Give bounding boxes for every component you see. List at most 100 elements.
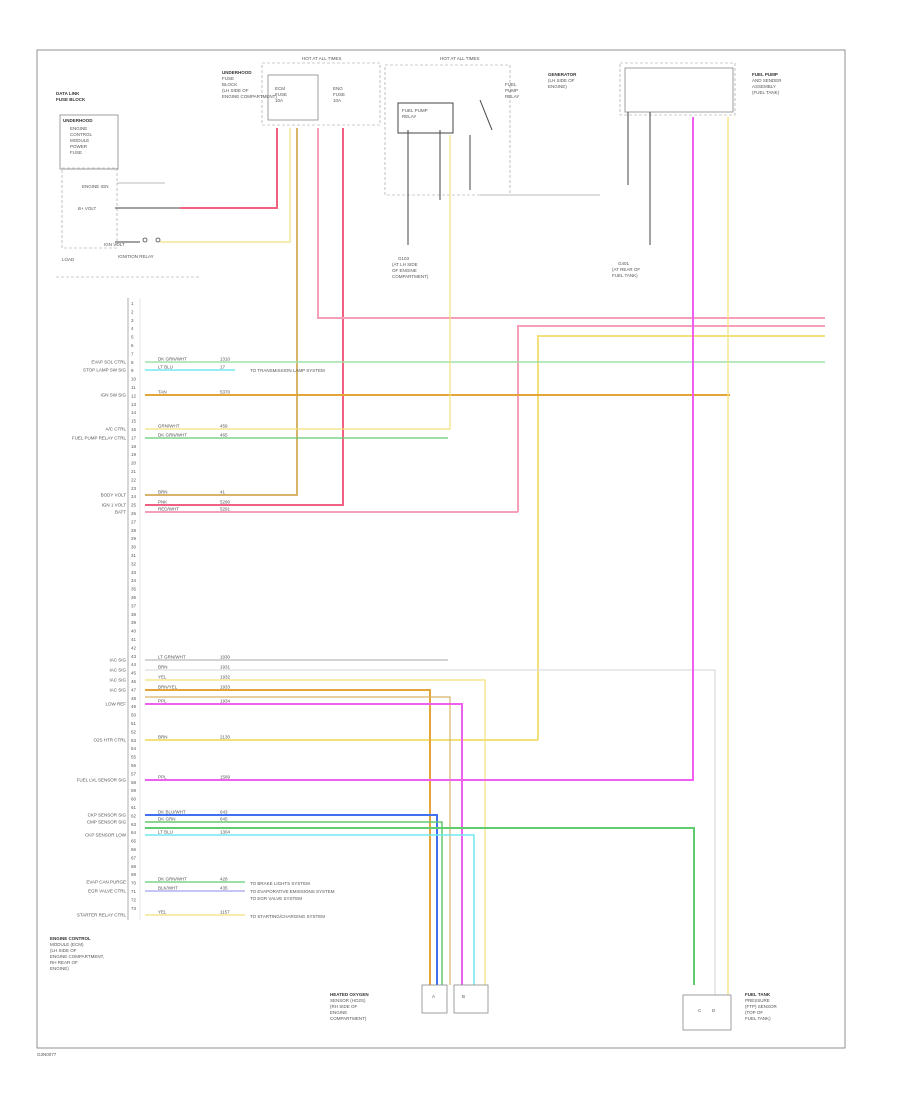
- pcm-circuit-label: EGR VALVE CTRL: [88, 889, 126, 894]
- conn-a: A: [432, 994, 435, 999]
- pcm-pin-number: 20: [131, 461, 137, 466]
- pcm-pin-number: 70: [131, 881, 137, 886]
- conn-b: B: [462, 994, 465, 999]
- pcm-pin-number: 8: [131, 360, 134, 365]
- pcm-pin-number: 73: [131, 906, 137, 911]
- pcm-pin-number: 36: [131, 595, 137, 600]
- pcm-pin-number: 19: [131, 452, 137, 457]
- pcm-pin-number: 47: [131, 687, 137, 692]
- ho2s-5: COMPARTMENT): [330, 1016, 367, 1021]
- pcm-pin-number: 64: [131, 830, 137, 835]
- pcm-pin-number: 25: [131, 503, 137, 508]
- pcm-pin-number: 58: [131, 780, 137, 785]
- circuit-number-label: 1930: [220, 655, 231, 660]
- relay-text-2: RELAY: [402, 114, 416, 119]
- pcm-circuit-label: IGN 1 VOLT: [102, 503, 127, 508]
- pcm-circuit-label: EVAP CAN PURGE: [86, 880, 126, 885]
- wire-color-label: GRN/WHT: [158, 424, 180, 429]
- fuel-pump-1: FUEL PUMP: [752, 72, 778, 77]
- circuit-number-label: 41: [220, 490, 226, 495]
- pcm-pin-number: 45: [131, 671, 137, 676]
- wire-color-label: BRN/YEL: [158, 685, 178, 690]
- ftp-5: FUEL TANK): [745, 1016, 771, 1021]
- ecm-fuse-3: 10A: [275, 98, 283, 103]
- pcm-pin-number: 22: [131, 477, 137, 482]
- data-link-label-engine-ign: ENGINE IGN: [82, 184, 109, 189]
- pcm-pin-number: 43: [131, 654, 137, 659]
- data-link-label-load: LOAD: [62, 257, 75, 262]
- pcm-pin-number: 37: [131, 603, 137, 608]
- eng-fuse-2: FUSE: [333, 92, 345, 97]
- wire-color-label: DK GRN/WHT: [158, 877, 187, 882]
- pcm-pin-number: 46: [131, 679, 137, 684]
- pcm-pin-number: 24: [131, 494, 137, 499]
- pcm-pin-number: 2: [131, 309, 134, 314]
- ho2s-3: (RH SIDE OF: [330, 1004, 358, 1009]
- pcm-pin-number: 10: [131, 377, 137, 382]
- pcm-pin-number: 40: [131, 629, 137, 634]
- wire-color-label: BLK/WHT: [158, 886, 178, 891]
- data-link-label-ign: IGN VOLT: [104, 242, 125, 247]
- fuel-pump-2: AND SENDER: [752, 78, 782, 83]
- pcm-pin-number: 26: [131, 511, 137, 516]
- fuel-pump-switch-3: RELAY: [505, 94, 519, 99]
- data-link-inner-box: [59, 114, 119, 170]
- pcm-circuit-label: STOP LAMP SW SIG: [83, 368, 127, 373]
- g103-3: OF ENGINE: [392, 268, 417, 273]
- ref-egr: TO EGR VALVE SYSTEM: [250, 896, 302, 901]
- pcm-pin-number: 57: [131, 771, 137, 776]
- wire-color-label: BRN: [158, 735, 168, 740]
- pcm-pin-number: 11: [131, 385, 136, 390]
- pcm-pin-number: 71: [131, 889, 137, 894]
- ho2s-connector-left: [421, 984, 448, 1014]
- wire-color-label: LT BLU: [158, 365, 173, 370]
- generator-2: (LH SIDE OF: [548, 78, 575, 83]
- hot-label-2: HOT AT ALL TIMES: [440, 56, 480, 61]
- pcm-pin-number: 65: [131, 839, 137, 844]
- bottom-sensors: A B HEATED OXYGEN SENSOR (HO2S) (RH SIDE…: [330, 984, 778, 1031]
- pcm-pin-number: 1: [131, 301, 134, 306]
- ftp-sensor-box: [682, 994, 732, 1031]
- pcm-pin-number: 12: [131, 393, 137, 398]
- pcm-pin-number: 62: [131, 813, 137, 818]
- footer-code: G3N0077: [37, 1052, 57, 1057]
- pcm-circuit-label: STARTER RELAY CTRL: [77, 913, 127, 918]
- pcm-pin-number: 17: [131, 435, 137, 440]
- fuel-pump-switch-1: FUEL: [505, 82, 517, 87]
- pcm-pin-number: 61: [131, 805, 137, 810]
- g103-2: (AT LH SIDE: [392, 262, 418, 267]
- fuel-pump-4: (FUEL TANK): [752, 90, 780, 95]
- pcm-circuit-label: O2S HTR CTRL: [93, 738, 126, 743]
- fuse-block-text-5: ENGINE COMPARTMENT): [222, 94, 277, 99]
- pcm-block: 1234567891011121314151617181920212223242…: [50, 298, 141, 971]
- pcm-circuit-label: IAC SIG: [109, 688, 126, 693]
- fuel-pump-box: [624, 67, 734, 113]
- relay-dashed-area: [384, 64, 511, 196]
- pcm-circuit-label: FUEL LVL SENSOR SIG: [77, 778, 127, 783]
- circuit-number-label: 1310: [220, 357, 231, 362]
- ftp-1: FUEL TANK: [745, 992, 771, 997]
- circuit-number-label: 1931: [220, 665, 231, 670]
- pcm-pin-number: 49: [131, 704, 137, 709]
- g103-1: G103: [398, 256, 410, 261]
- pcm-pin-number: 66: [131, 847, 137, 852]
- circuit-number-label: 465: [220, 433, 228, 438]
- g401-2: (AT REAR OF: [612, 267, 640, 272]
- data-link-inner-1: ENGINE: [70, 126, 87, 131]
- wire-color-label: DK GRN/WHT: [158, 357, 187, 362]
- pcm-pin-number: 13: [131, 402, 137, 407]
- pcm-circuit-label: CKP SENSOR LOW: [85, 833, 127, 838]
- eng-fuse-3: 10A: [333, 98, 341, 103]
- pcm-pin-number: 54: [131, 746, 137, 751]
- pcm-circuit-label: CKP SENSOR SIG: [88, 813, 127, 818]
- fuse-block-text-4: (LH SIDE OF: [222, 88, 249, 93]
- fuel-pump-dashed-box: [619, 62, 736, 116]
- pcm-pin-number: 3: [131, 318, 134, 323]
- circuit-number-label: 1934: [220, 699, 231, 704]
- eng-fuse-1: ENG: [333, 86, 343, 91]
- ho2s-connector-right: [453, 984, 489, 1014]
- fuel-pump-switch-2: PUMP: [505, 88, 518, 93]
- pcm-pin-number: 16: [131, 427, 137, 432]
- pcm-pin-number: 28: [131, 528, 137, 533]
